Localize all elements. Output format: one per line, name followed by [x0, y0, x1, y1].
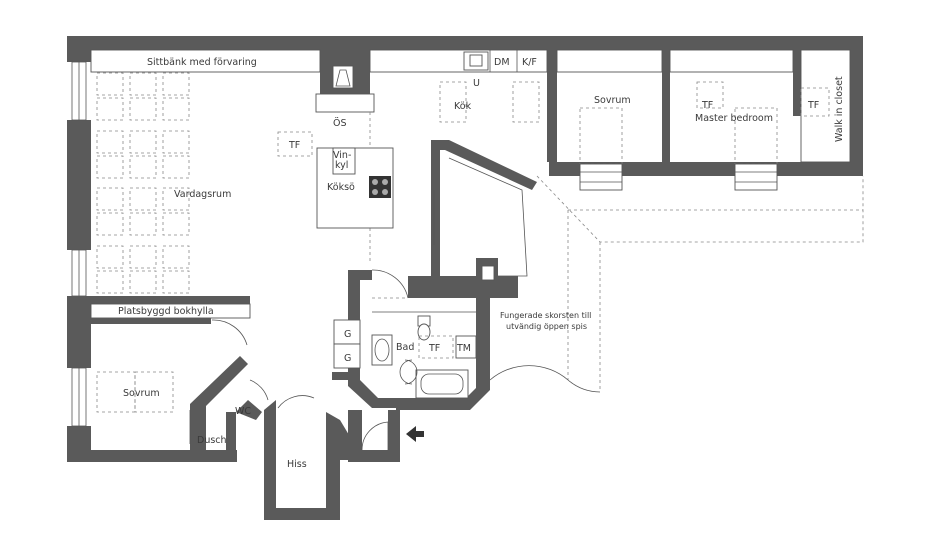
label-vardagsrum: Vardagsrum [174, 189, 231, 200]
label-g2: G [344, 353, 351, 364]
label-kok: Kök [454, 101, 472, 112]
vinkyl [332, 147, 356, 175]
label-tf-walkin: TF [807, 100, 819, 111]
bath-top-wall [408, 276, 518, 298]
right-wall [850, 36, 863, 176]
left-wall-mid [67, 120, 91, 250]
kitchen-sovrum-wall [547, 50, 557, 162]
label-walkin-closet: Walk in closet [834, 76, 845, 142]
label-tm: TM [456, 343, 471, 354]
top-bedroom-beds [579, 81, 830, 191]
fireplace-insert [332, 65, 354, 89]
label-tf-bath: TF [428, 343, 440, 354]
master-closet [669, 49, 794, 73]
sovrum-master-wall [662, 50, 670, 162]
sittbank-bench [90, 49, 321, 73]
terrace-door-arc-right [567, 379, 601, 393]
bedrooms-bottom-wall [549, 162, 863, 176]
entrance-arrow-icon [406, 426, 424, 442]
label-kf: K/F [522, 57, 537, 68]
label-vinkyl-1: Vin- [333, 150, 351, 161]
outer-walls [67, 36, 863, 462]
kitchen-counter [369, 49, 548, 73]
bottom-wall-left [67, 450, 237, 462]
lower-bedroom [67, 296, 269, 460]
label-u: U [473, 78, 480, 89]
elevator [264, 395, 352, 520]
sovrum-closet [556, 49, 663, 73]
label-bad: Bad [396, 342, 414, 353]
label-os: ÖS [333, 118, 347, 129]
tf-living-box [277, 131, 313, 157]
terrace-outline [536, 175, 864, 392]
label-wc: WC [235, 406, 251, 417]
room-labels: Sittbänk med förvaring DM K/F U Kök Sovr… [118, 57, 845, 470]
label-g1: G [344, 329, 351, 340]
label-dusch: Dusch [197, 435, 227, 446]
label-skorsten-1: Fungerade skorsten till [500, 311, 591, 320]
dusch-wall [190, 356, 248, 450]
hall-walls [332, 140, 537, 462]
fireplace-hearth [315, 93, 375, 113]
kitchen-island [316, 147, 394, 229]
top-wall [67, 36, 863, 50]
bath-fixtures [333, 311, 477, 399]
label-tf-living: TF [288, 140, 300, 151]
label-tf-master: TF [701, 100, 713, 111]
dining-tables [96, 72, 190, 294]
master-walkin-wall [793, 50, 801, 116]
label-sovrum-bottom: Sovrum [123, 388, 160, 399]
terrace-door-arc-left [489, 365, 569, 381]
bath-right-wall [396, 298, 490, 410]
top-counters [90, 49, 851, 163]
cooktop [369, 176, 391, 198]
label-kokso: Köksö [327, 182, 355, 193]
label-hiss: Hiss [287, 459, 307, 470]
left-wall-top [67, 36, 91, 62]
label-skorsten-2: utvändig öppen spis [506, 322, 587, 331]
label-bokhylla: Platsbyggd bokhylla [118, 306, 214, 317]
label-dm: DM [494, 57, 510, 68]
left-wall-lower [67, 296, 91, 368]
label-sittbank: Sittbänk med förvaring [147, 57, 257, 68]
walkin-interior [800, 49, 851, 163]
angled-wall [431, 140, 537, 278]
label-master-bedroom: Master bedroom [695, 113, 773, 124]
label-sovrum-top: Sovrum [594, 95, 631, 106]
sink-basin [469, 54, 483, 67]
entrance[interactable] [361, 421, 424, 451]
label-vinkyl-2: kyl [335, 160, 348, 171]
